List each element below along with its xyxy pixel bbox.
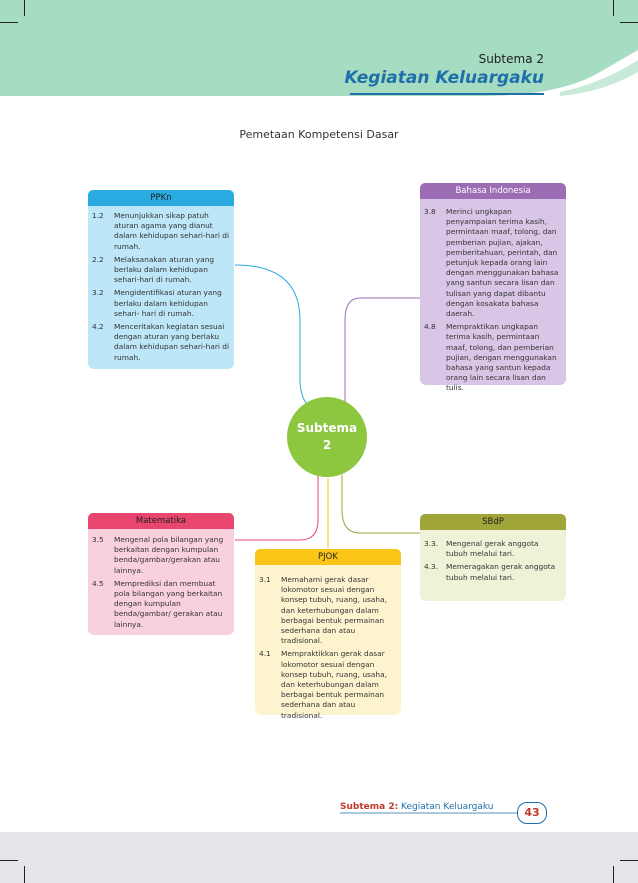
- crop-mark: [0, 860, 18, 861]
- sbdp-item: 4.3.Memeragakan gerak anggota tubuh mela…: [424, 562, 556, 582]
- crop-mark: [24, 866, 25, 883]
- center-line1: Subtema: [296, 421, 358, 435]
- line-bahasa: [344, 297, 420, 405]
- crop-mark: [620, 860, 638, 861]
- sbdp-header: SBdP: [420, 514, 566, 530]
- footer-title: Kegiatan Keluargaku: [398, 802, 494, 812]
- sbdp-box: 3.3.Mengenal gerak anggota tubuh melalui…: [420, 530, 566, 601]
- sbdp-item: 3.3.Mengenal gerak anggota tubuh melalui…: [424, 539, 539, 559]
- ppkn-header: PPKn: [88, 190, 234, 206]
- header-wave: [0, 50, 638, 118]
- crop-mark: [0, 22, 18, 23]
- subtheme-label: Subtema 2: [478, 52, 544, 66]
- crop-mark: [613, 0, 614, 16]
- title-underline: [350, 93, 544, 95]
- line-sbdp: [341, 475, 420, 534]
- line-matematika: [235, 476, 319, 541]
- bahasa-header: Bahasa Indonesia: [420, 183, 566, 199]
- page-number: 43: [517, 802, 547, 824]
- crop-mark: [24, 0, 25, 16]
- footer-caption: Subtema 2: Kegiatan Keluargaku: [340, 802, 494, 812]
- section-title: Pemetaan Kompetensi Dasar: [239, 128, 399, 141]
- matematika-header: Matematika: [88, 513, 234, 529]
- footer-band: [0, 832, 638, 883]
- center-line2: 2: [322, 438, 332, 452]
- page-title: Kegiatan Keluargaku: [344, 68, 544, 88]
- footer-subtheme: Subtema 2:: [340, 802, 399, 812]
- pjok-header: PJOK: [255, 549, 401, 565]
- crop-mark: [620, 22, 638, 23]
- crop-mark: [613, 866, 614, 883]
- center-subtheme-circle: Subtema 2: [287, 397, 367, 477]
